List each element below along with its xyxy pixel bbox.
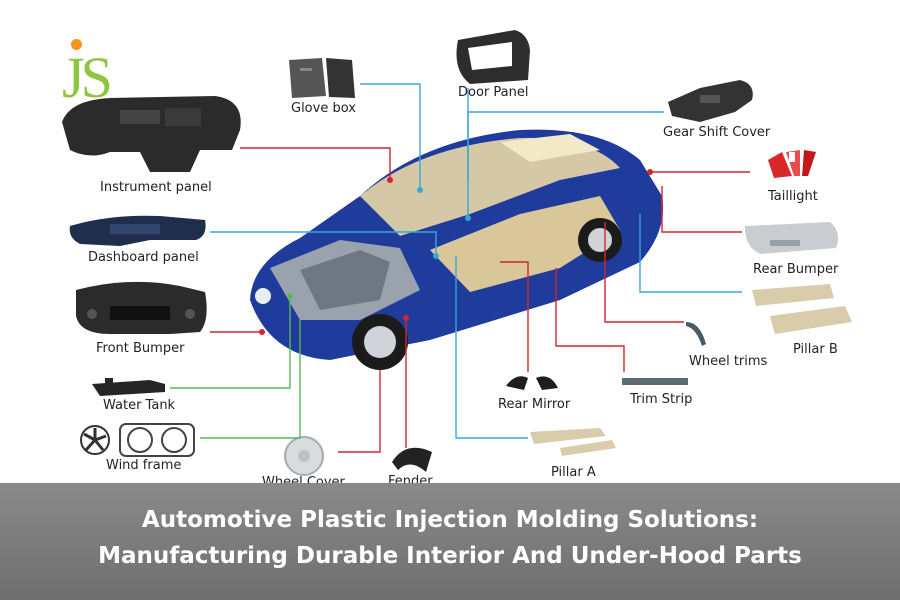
- fender-image: [392, 447, 432, 472]
- front-bumper-image: [76, 281, 207, 334]
- wheel-cover-image: [284, 436, 324, 476]
- gear-shift-cover-image: [668, 80, 753, 122]
- label-wind-frame: Wind frame: [106, 458, 182, 473]
- door-panel-image: [456, 30, 530, 84]
- label-rear-bumper: Rear Bumper: [753, 262, 839, 277]
- label-wheel-trims: Wheel trims: [689, 354, 768, 369]
- taillight-image: [768, 150, 816, 178]
- instrument-panel-image: [62, 96, 241, 172]
- leader-lines: [170, 83, 750, 453]
- label-taillight: Taillight: [768, 189, 818, 204]
- label-door-panel: Door Panel: [458, 85, 529, 100]
- label-pillar-a: Pillar A: [551, 465, 596, 480]
- label-dashboard-panel: Dashboard panel: [88, 250, 199, 265]
- label-rear-mirror: Rear Mirror: [498, 397, 571, 412]
- banner-title-line-2: Manufacturing Durable Interior And Under…: [98, 543, 802, 569]
- label-trim-strip: Trim Strip: [630, 392, 693, 407]
- label-instrument-panel: Instrument panel: [100, 180, 212, 195]
- car-illustration: [250, 129, 664, 370]
- label-water-tank: Water Tank: [103, 398, 176, 413]
- wheel-trims-image: [686, 322, 706, 346]
- logo-dot: [71, 39, 82, 50]
- glove-box-image: [289, 58, 355, 98]
- label-pillar-b: Pillar B: [793, 342, 838, 357]
- rear-bumper-image: [744, 222, 838, 254]
- title-banner: Automotive Plastic Injection Molding Sol…: [0, 483, 900, 600]
- leader-dots: [259, 169, 653, 335]
- banner-title-line-1: Automotive Plastic Injection Molding Sol…: [141, 507, 759, 533]
- pillar-a-image: [530, 428, 616, 456]
- water-tank-image: [92, 378, 165, 396]
- pillar-b-image: [752, 284, 852, 334]
- label-glove-box: Glove box: [291, 101, 356, 116]
- trim-strip-image: [622, 378, 688, 385]
- label-front-bumper: Front Bumper: [96, 341, 185, 356]
- label-gear-shift-cover: Gear Shift Cover: [663, 125, 771, 140]
- dashboard-panel-image: [69, 215, 206, 246]
- wind-frame-image: [80, 423, 195, 457]
- rear-mirror-image: [506, 376, 558, 390]
- logo: JS: [62, 45, 113, 110]
